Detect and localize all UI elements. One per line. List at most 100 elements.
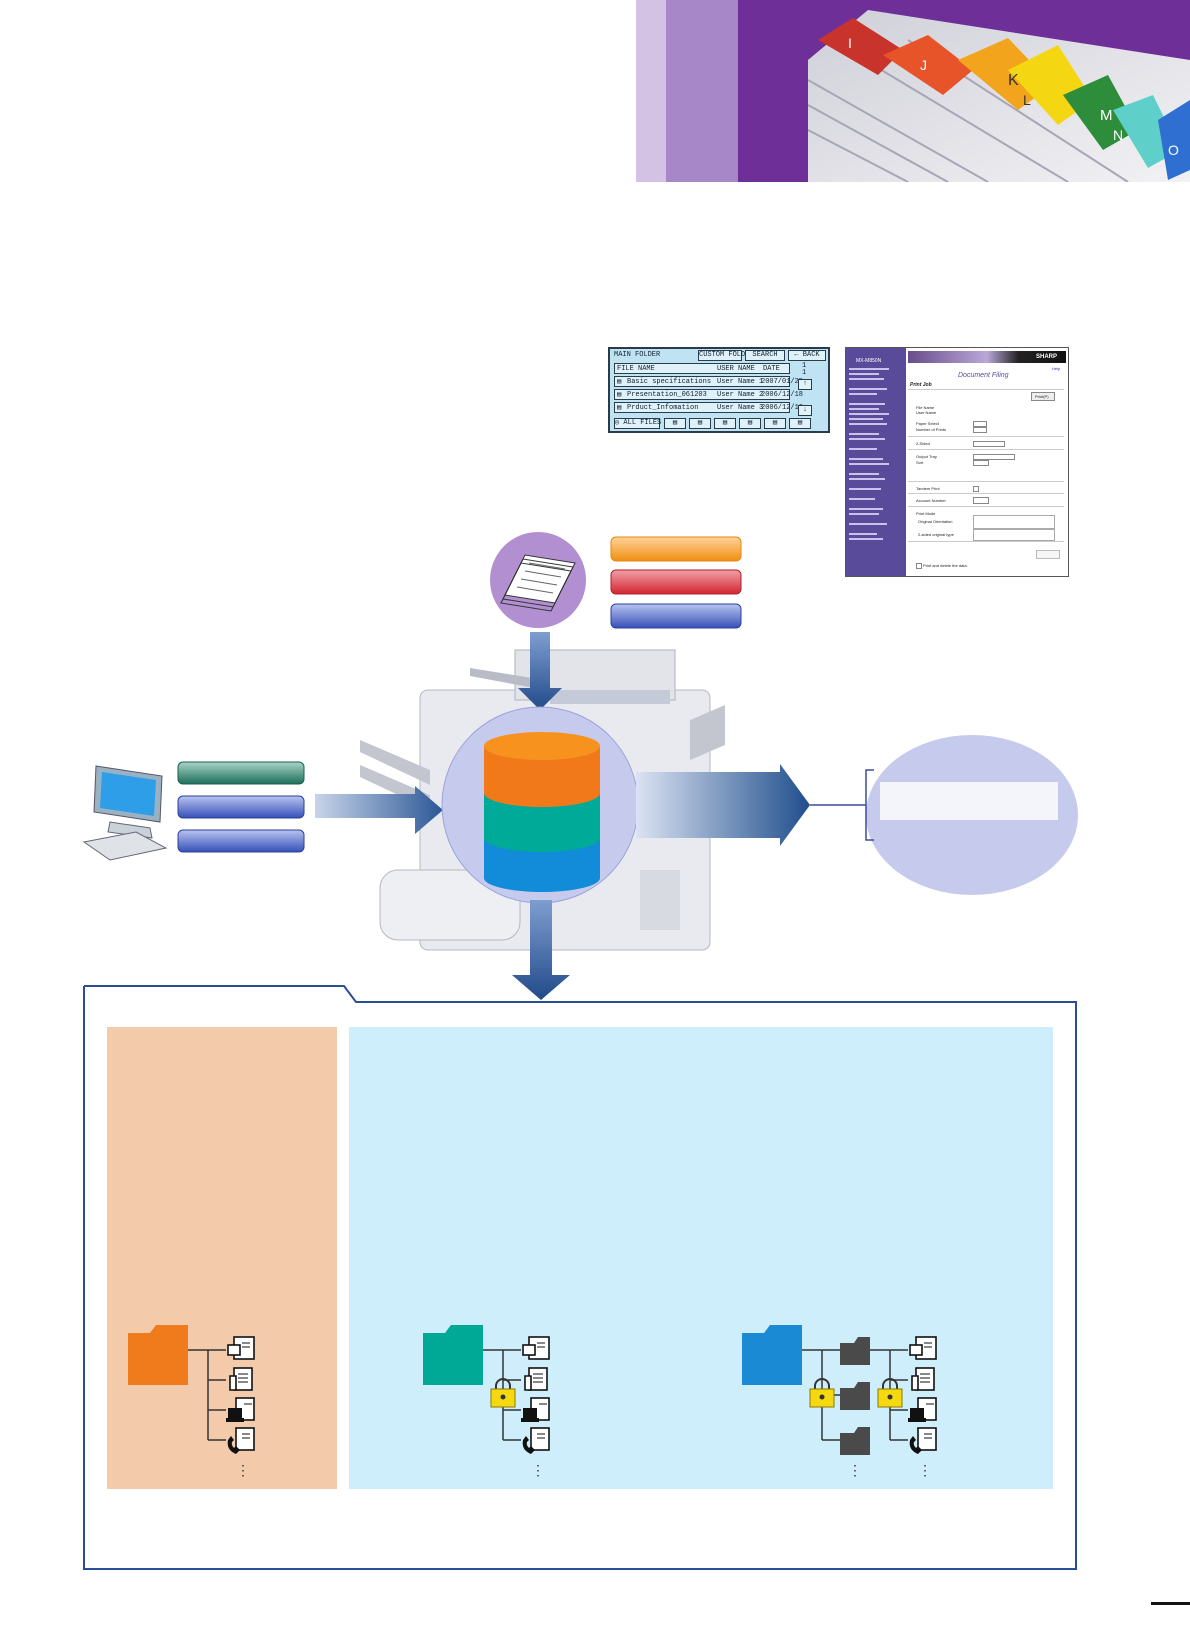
custom-folder-tree: ⋮ ⋮ xyxy=(742,1325,937,1478)
filter-button-6[interactable]: ▤ xyxy=(789,418,811,429)
folder-label: MAIN FOLDER xyxy=(614,351,661,359)
web-field-label: Number of Prints xyxy=(916,427,947,432)
header-photo-file-tabs: I J K L M N O xyxy=(808,0,1190,182)
all-files-button[interactable]: ◎ ALL FILES xyxy=(614,418,662,429)
input-pill-green xyxy=(177,761,305,785)
web-field-label: Paper Select xyxy=(916,421,939,426)
back-arrow-icon: ← xyxy=(794,351,803,359)
column-header-user-name[interactable]: USER NAME xyxy=(717,365,755,373)
workflow-diagram xyxy=(82,532,1078,1000)
table-row[interactable]: ▤ Prduct_Infomation User Name 3 2006/12/… xyxy=(614,402,803,413)
web-field-label: Output Tray xyxy=(916,454,937,459)
web-section-title: Print Job xyxy=(910,382,932,388)
row-user-name: User Name 3 xyxy=(717,404,764,412)
web-page-title: Document Filing xyxy=(958,372,1009,379)
copy-document-icon xyxy=(524,1367,548,1391)
custom-folder-button[interactable]: CUSTOM FOLDER xyxy=(698,350,754,361)
table-row[interactable]: ▤ Presentation_061203 User Name 2 2006/1… xyxy=(614,389,803,400)
filter-button-2[interactable]: ▤ xyxy=(689,418,711,429)
web-select[interactable] xyxy=(973,454,1015,460)
web-delete-checkbox[interactable] xyxy=(916,563,922,569)
row-user-name: User Name 1 xyxy=(717,378,764,386)
down-arrow-paper xyxy=(518,632,562,710)
svg-text:⋮: ⋮ xyxy=(531,1462,545,1478)
folder-structure-panel: ⋮ ⋮ ⋮ xyxy=(83,985,1077,1570)
row-file-name: Basic specifications xyxy=(627,378,712,386)
web-select[interactable] xyxy=(973,441,1005,447)
web-model-name: MX-M850N xyxy=(856,358,882,364)
column-header-date[interactable]: DATE xyxy=(763,365,780,373)
page-number-tab xyxy=(1151,1602,1190,1605)
right-arrow-from-pc xyxy=(315,786,443,834)
tab-letter-k: K xyxy=(1008,72,1019,89)
file-icon: ▤ xyxy=(617,391,622,399)
paper-stack-icon xyxy=(500,554,576,612)
main-folder-icon xyxy=(423,1325,483,1385)
row-file-name: Presentation_061203 xyxy=(627,391,707,399)
web-input[interactable] xyxy=(973,497,989,504)
output-label-box xyxy=(880,782,1058,820)
input-pill-blue xyxy=(610,603,742,629)
database-icon xyxy=(484,732,600,892)
web-orientation-options[interactable] xyxy=(973,515,1055,529)
input-pill-orange xyxy=(610,536,742,562)
web-help-link[interactable]: Help xyxy=(1052,366,1061,371)
down-arrow-to-folders xyxy=(512,900,570,1000)
filing-area xyxy=(349,1027,1053,1489)
header-stripe-dark xyxy=(738,0,808,182)
web-secondary-button[interactable] xyxy=(1036,550,1060,559)
filter-button-4[interactable]: ▤ xyxy=(739,418,761,429)
tab-letter-n: N xyxy=(1113,127,1123,143)
input-pill-red xyxy=(610,569,742,595)
web-field-label: Print Mode xyxy=(916,511,936,516)
back-button[interactable]: ← BACK xyxy=(788,350,826,361)
column-header-file-name[interactable]: FILE NAME xyxy=(617,365,655,373)
custom-folder-icon xyxy=(742,1325,802,1385)
page-indicator: 1 1 xyxy=(802,362,807,377)
tab-letter-m: M xyxy=(1100,107,1113,124)
tab-letter-l: L xyxy=(1023,92,1031,108)
web-field-label: File Name xyxy=(916,405,935,410)
input-pill-blue xyxy=(177,829,305,853)
svg-text:⋮: ⋮ xyxy=(848,1462,862,1478)
all-files-icon: ◎ xyxy=(615,419,624,427)
web-page-screenshot: MX-M850N SHARP Help Document Filing Prin… xyxy=(845,347,1069,577)
web-field-label: Account Number xyxy=(916,498,946,503)
table-header-row: FILE NAME USER NAME DATE xyxy=(614,363,790,374)
header-stripe-light xyxy=(636,0,666,182)
table-row[interactable]: ▤ Basic specifications User Name 1 2007/… xyxy=(614,376,803,387)
web-print-button-label: Print(P) xyxy=(1035,394,1049,399)
web-brand-logo: SHARP xyxy=(1036,354,1058,360)
web-original-type-options[interactable] xyxy=(973,529,1055,541)
quick-file-folder-tree: ⋮ xyxy=(128,1325,255,1478)
back-button-label: BACK xyxy=(802,351,820,359)
web-sidebar: MX-M850N xyxy=(846,348,906,576)
scroll-up-button[interactable]: ↑ xyxy=(798,379,812,390)
web-banner xyxy=(908,351,1066,363)
file-icon: ▤ xyxy=(617,378,622,386)
scroll-down-button[interactable]: ↓ xyxy=(798,405,812,416)
all-files-label: ALL FILES xyxy=(623,419,662,427)
filter-button-5[interactable]: ▤ xyxy=(764,418,786,429)
search-button[interactable]: SEARCH xyxy=(745,350,785,361)
main-folder-tree: ⋮ xyxy=(423,1325,550,1478)
web-input[interactable] xyxy=(973,427,987,433)
right-arrow-output xyxy=(636,764,810,846)
quick-folder-icon xyxy=(128,1325,188,1385)
web-checkbox[interactable] xyxy=(973,486,979,492)
filter-button-1[interactable]: ▤ xyxy=(664,418,686,429)
header-stripe-medium xyxy=(666,0,738,182)
row-user-name: User Name 2 xyxy=(717,391,764,399)
tab-letter-i: I xyxy=(848,35,852,51)
filter-button-3[interactable]: ▤ xyxy=(714,418,736,429)
web-field-label: 2-sided original type xyxy=(918,532,954,537)
web-print-button[interactable]: Print(P) xyxy=(1031,392,1055,401)
file-icon: ▤ xyxy=(617,404,622,412)
computer-icon xyxy=(82,765,168,861)
web-field-label: 2-Sided xyxy=(916,441,930,446)
input-pill-blue xyxy=(177,795,305,819)
web-field-label: Original Orientation xyxy=(918,519,953,524)
web-select[interactable] xyxy=(973,421,987,427)
web-select[interactable] xyxy=(973,460,989,466)
row-date: 2006/12/12 xyxy=(761,404,804,412)
